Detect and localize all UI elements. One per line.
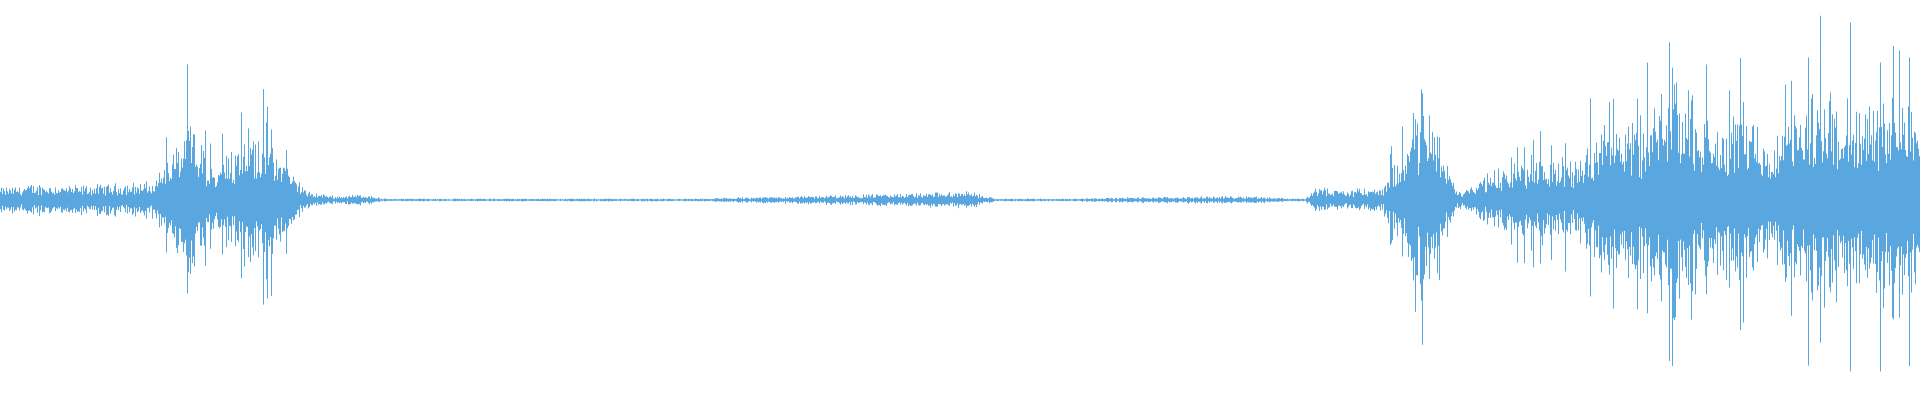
waveform-channel — [0, 15, 1920, 372]
